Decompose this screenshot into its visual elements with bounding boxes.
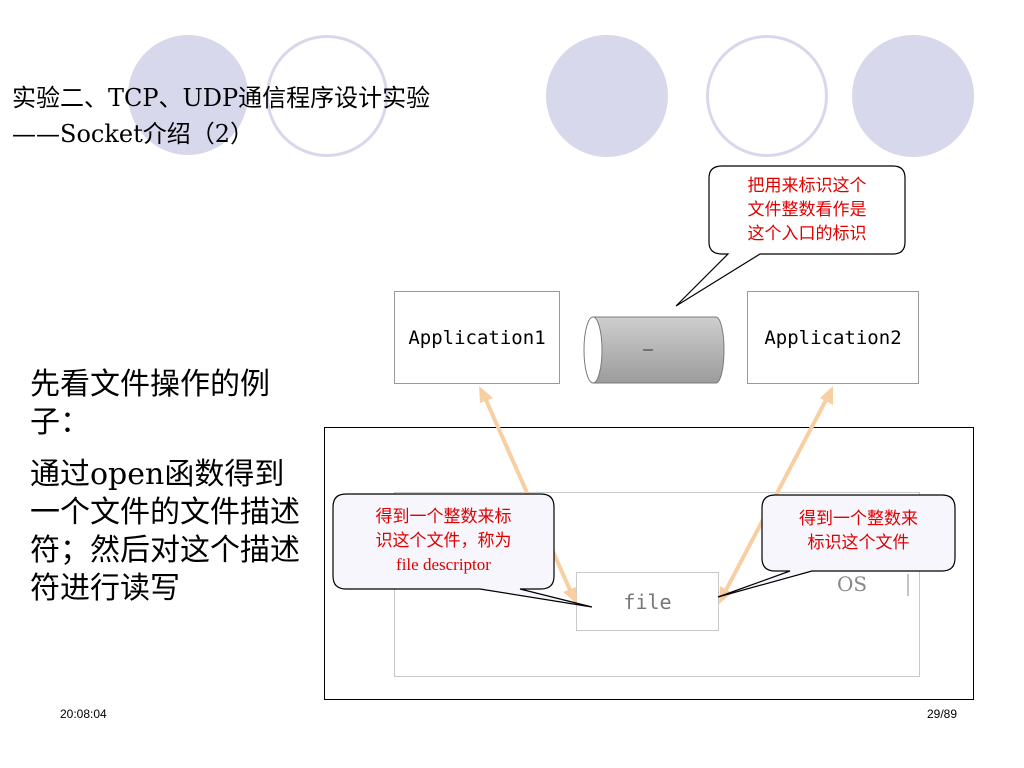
callout-left-line-2: 识这个文件，称为 <box>375 531 512 551</box>
callout-left-line-1: 得到一个整数来标 <box>375 507 512 527</box>
callout-right-line-1: 得到一个整数来 <box>799 509 918 529</box>
body-text: 先看文件操作的例子： 通过open函数得到一个文件的文件描述符；然后对这个描述符… <box>30 366 310 622</box>
footer-time: 20:08:04 <box>60 707 107 721</box>
decorative-circle-5 <box>852 35 974 157</box>
os-label: OS <box>837 572 868 596</box>
file-box: file <box>576 572 719 631</box>
callout-right-text: 得到一个整数来 标识这个文件 <box>762 507 955 555</box>
body-paragraph-2: 通过open函数得到一个文件的文件描述符；然后对这个描述符进行读写 <box>30 457 300 606</box>
callout-left-text: 得到一个整数来标 识这个文件，称为 file descriptor <box>333 505 554 577</box>
callout-top-line-2: 文件整数看作是 <box>747 200 867 220</box>
callout-top-line-1: 把用来标识这个 <box>747 176 867 196</box>
pipe-cylinder <box>583 316 725 384</box>
decorative-circle-1 <box>128 35 248 155</box>
title-line-1: 实验二、TCP、UDP通信程序设计实验 <box>12 84 431 112</box>
application2-label: Application2 <box>764 326 902 349</box>
application2-box: Application2 <box>747 291 919 384</box>
decorative-circle-2 <box>266 35 388 157</box>
callout-left-line-3: file descriptor <box>396 555 491 574</box>
callout-left <box>332 493 593 608</box>
slide-title: 实验二、TCP、UDP通信程序设计实验 ——Socket介绍（2） <box>12 80 532 152</box>
callout-top-line-3: 这个入口的标识 <box>747 224 867 244</box>
callout-right <box>717 494 956 598</box>
footer-page-number: 29/89 <box>927 707 958 721</box>
application1-label: Application1 <box>408 326 546 349</box>
title-line-2: ——Socket介绍（2） <box>12 120 254 148</box>
callout-right-line-2: 标识这个文件 <box>807 533 910 553</box>
decorative-circle-3 <box>546 35 668 157</box>
file-label: file <box>623 589 672 614</box>
decorative-circle-4 <box>706 35 828 157</box>
application1-box: Application1 <box>394 291 560 384</box>
callout-top-text: 把用来标识这个 文件整数看作是 这个入口的标识 <box>709 174 905 246</box>
body-paragraph-1: 先看文件操作的例子： <box>30 367 270 440</box>
callout-top <box>675 165 906 307</box>
